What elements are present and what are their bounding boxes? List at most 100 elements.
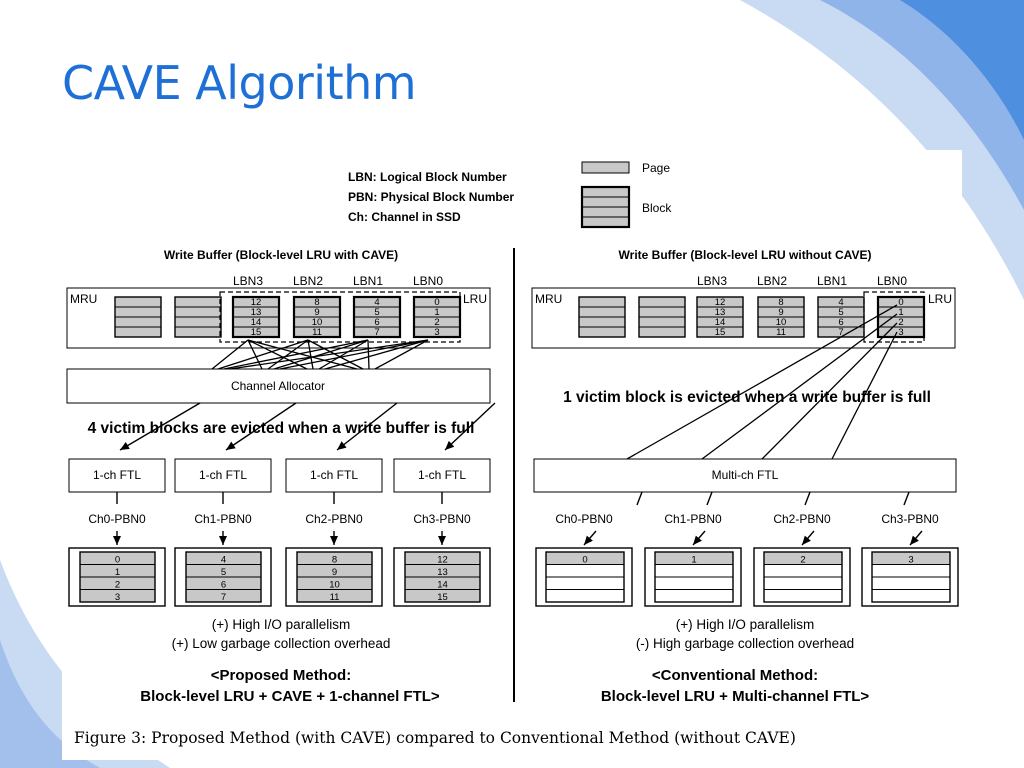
legend-page-icon xyxy=(581,161,630,174)
right-physical-block-page xyxy=(763,589,843,603)
left-buffer-block-page-label: 0 xyxy=(434,297,439,308)
left-pbn-label: Ch2-PBN0 xyxy=(305,512,363,526)
right-buffer-block-page xyxy=(578,316,626,328)
left-lbn-label: LBN0 xyxy=(413,274,443,288)
legend-block-icon-outline xyxy=(580,185,631,229)
left-physical-block-page-label: 9 xyxy=(332,567,337,578)
left-ftl-box xyxy=(393,458,491,493)
left-buffer-block-outline xyxy=(114,296,162,338)
left-allocator-link xyxy=(217,339,309,370)
right-pro-1: (+) High I/O parallelism xyxy=(676,617,814,632)
right-buffer-block-page xyxy=(578,306,626,318)
left-buffer-block-page xyxy=(174,316,222,328)
left-evict-arrow-head xyxy=(445,440,455,450)
left-allocator-link xyxy=(223,339,369,370)
left-allocator-link xyxy=(267,339,309,370)
left-buffer-block-page-label: 9 xyxy=(314,307,319,318)
right-physical-block-outline xyxy=(545,551,625,603)
left-physical-block-page-label: 4 xyxy=(221,555,226,566)
legend-definition: Ch: Channel in SSD xyxy=(348,210,461,224)
right-evict-line xyxy=(701,313,898,460)
right-eviction-note: 1 victim block is evicted when a write b… xyxy=(563,389,931,406)
right-evict-line xyxy=(761,322,898,460)
right-buffer-block-page-label: 1 xyxy=(898,307,903,318)
left-physical-block-page-label: 6 xyxy=(221,580,226,591)
right-pbn-label: Ch3-PBN0 xyxy=(881,512,939,526)
right-lbn-label: LBN3 xyxy=(697,274,727,288)
right-method-line-1: <Conventional Method: xyxy=(652,667,818,684)
right-buffer-block-page-label: 10 xyxy=(776,317,787,328)
left-buffer-block-page xyxy=(114,296,162,308)
right-buffer-block-page-label: 14 xyxy=(715,317,726,328)
right-pbn-label: Ch1-PBN0 xyxy=(664,512,722,526)
left-ftl-box xyxy=(285,458,383,493)
left-buffer-block-outline xyxy=(352,295,402,339)
channel-allocator xyxy=(66,368,491,404)
right-ftl-link xyxy=(636,491,643,506)
channel-allocator-label: Channel Allocator xyxy=(231,379,325,393)
left-allocator-link xyxy=(247,339,308,370)
left-buffer-block-page-label: 12 xyxy=(251,297,262,308)
right-physical-block-outline xyxy=(871,551,951,603)
right-buffer-block-page-label: 0 xyxy=(898,297,903,308)
left-buffer-block-page-label: 8 xyxy=(314,297,319,308)
left-physical-block-page-label: 3 xyxy=(115,592,120,603)
left-physical-block-page-label: 14 xyxy=(437,580,448,591)
left-physical-block-page-label: 1 xyxy=(115,567,120,578)
right-buffer-block-page xyxy=(638,306,686,318)
right-buffer-block-page xyxy=(638,296,686,308)
right-buffer-block-page-label: 5 xyxy=(838,307,843,318)
right-buffer-block-page xyxy=(638,326,686,338)
left-evict-arrow-head xyxy=(120,441,130,450)
right-buffer-block-page xyxy=(638,316,686,328)
right-buffer-block-page-label: 13 xyxy=(715,307,726,318)
right-pro-2: (-) High garbage collection overhead xyxy=(636,636,854,651)
legend-block-icon-page xyxy=(581,186,630,198)
right-lbn-label: LBN1 xyxy=(817,274,847,288)
corner-swoosh-dark xyxy=(900,0,1024,140)
right-physical-block-page xyxy=(654,576,734,590)
left-lru-label: LRU xyxy=(463,292,487,306)
legend-page-label: Page xyxy=(642,161,670,175)
right-pbn-label: Ch2-PBN0 xyxy=(773,512,831,526)
left-allocator-link xyxy=(374,339,429,370)
left-evict-arrow xyxy=(225,402,297,451)
left-allocator-link xyxy=(273,339,369,370)
bottom-left-swoosh-dark xyxy=(0,640,100,768)
left-buffer-block-page xyxy=(174,296,222,308)
left-physical-block-page-label: 15 xyxy=(437,592,448,603)
left-pbn-label: Ch1-PBN0 xyxy=(194,512,252,526)
bottom-left-swoosh xyxy=(0,560,170,768)
left-physical-block-page-label: 13 xyxy=(437,567,448,578)
right-lru-label: LRU xyxy=(928,292,952,306)
left-physical-block-outline xyxy=(296,551,373,603)
left-buffer-block-page-label: 13 xyxy=(251,307,262,318)
multi-ch-ftl xyxy=(533,458,957,493)
left-buffer-block-page xyxy=(174,326,222,338)
left-pbn-arrow-head xyxy=(330,536,338,545)
left-buffer-block-outline xyxy=(292,295,342,339)
right-lbn-label: LBN2 xyxy=(757,274,787,288)
left-buffer-block-outline xyxy=(231,295,281,339)
right-ftl-link xyxy=(903,491,910,506)
legend-block-icon-page xyxy=(581,216,630,228)
left-allocator-link xyxy=(229,339,429,370)
left-buffer-block-page xyxy=(114,316,162,328)
left-physical-block-page-label: 10 xyxy=(329,580,340,591)
left-physical-block-outline xyxy=(185,551,262,603)
left-buffer-block-page-label: 11 xyxy=(312,327,322,338)
right-physical-block-page xyxy=(654,564,734,578)
left-lbn-label: LBN3 xyxy=(233,274,263,288)
right-physical-block-page-label: 3 xyxy=(908,555,913,566)
right-buffer-block-page-label: 12 xyxy=(715,297,726,308)
right-physical-block-page xyxy=(545,564,625,578)
left-ftl-label: 1-ch FTL xyxy=(199,468,247,482)
left-evict-arrow-head xyxy=(337,441,347,450)
right-buffer-block-outline xyxy=(757,296,805,338)
right-pbn-label: Ch0-PBN0 xyxy=(555,512,613,526)
left-allocator-link xyxy=(324,339,429,370)
left-mru-label: MRU xyxy=(70,292,97,306)
left-lbn-label: LBN2 xyxy=(293,274,323,288)
